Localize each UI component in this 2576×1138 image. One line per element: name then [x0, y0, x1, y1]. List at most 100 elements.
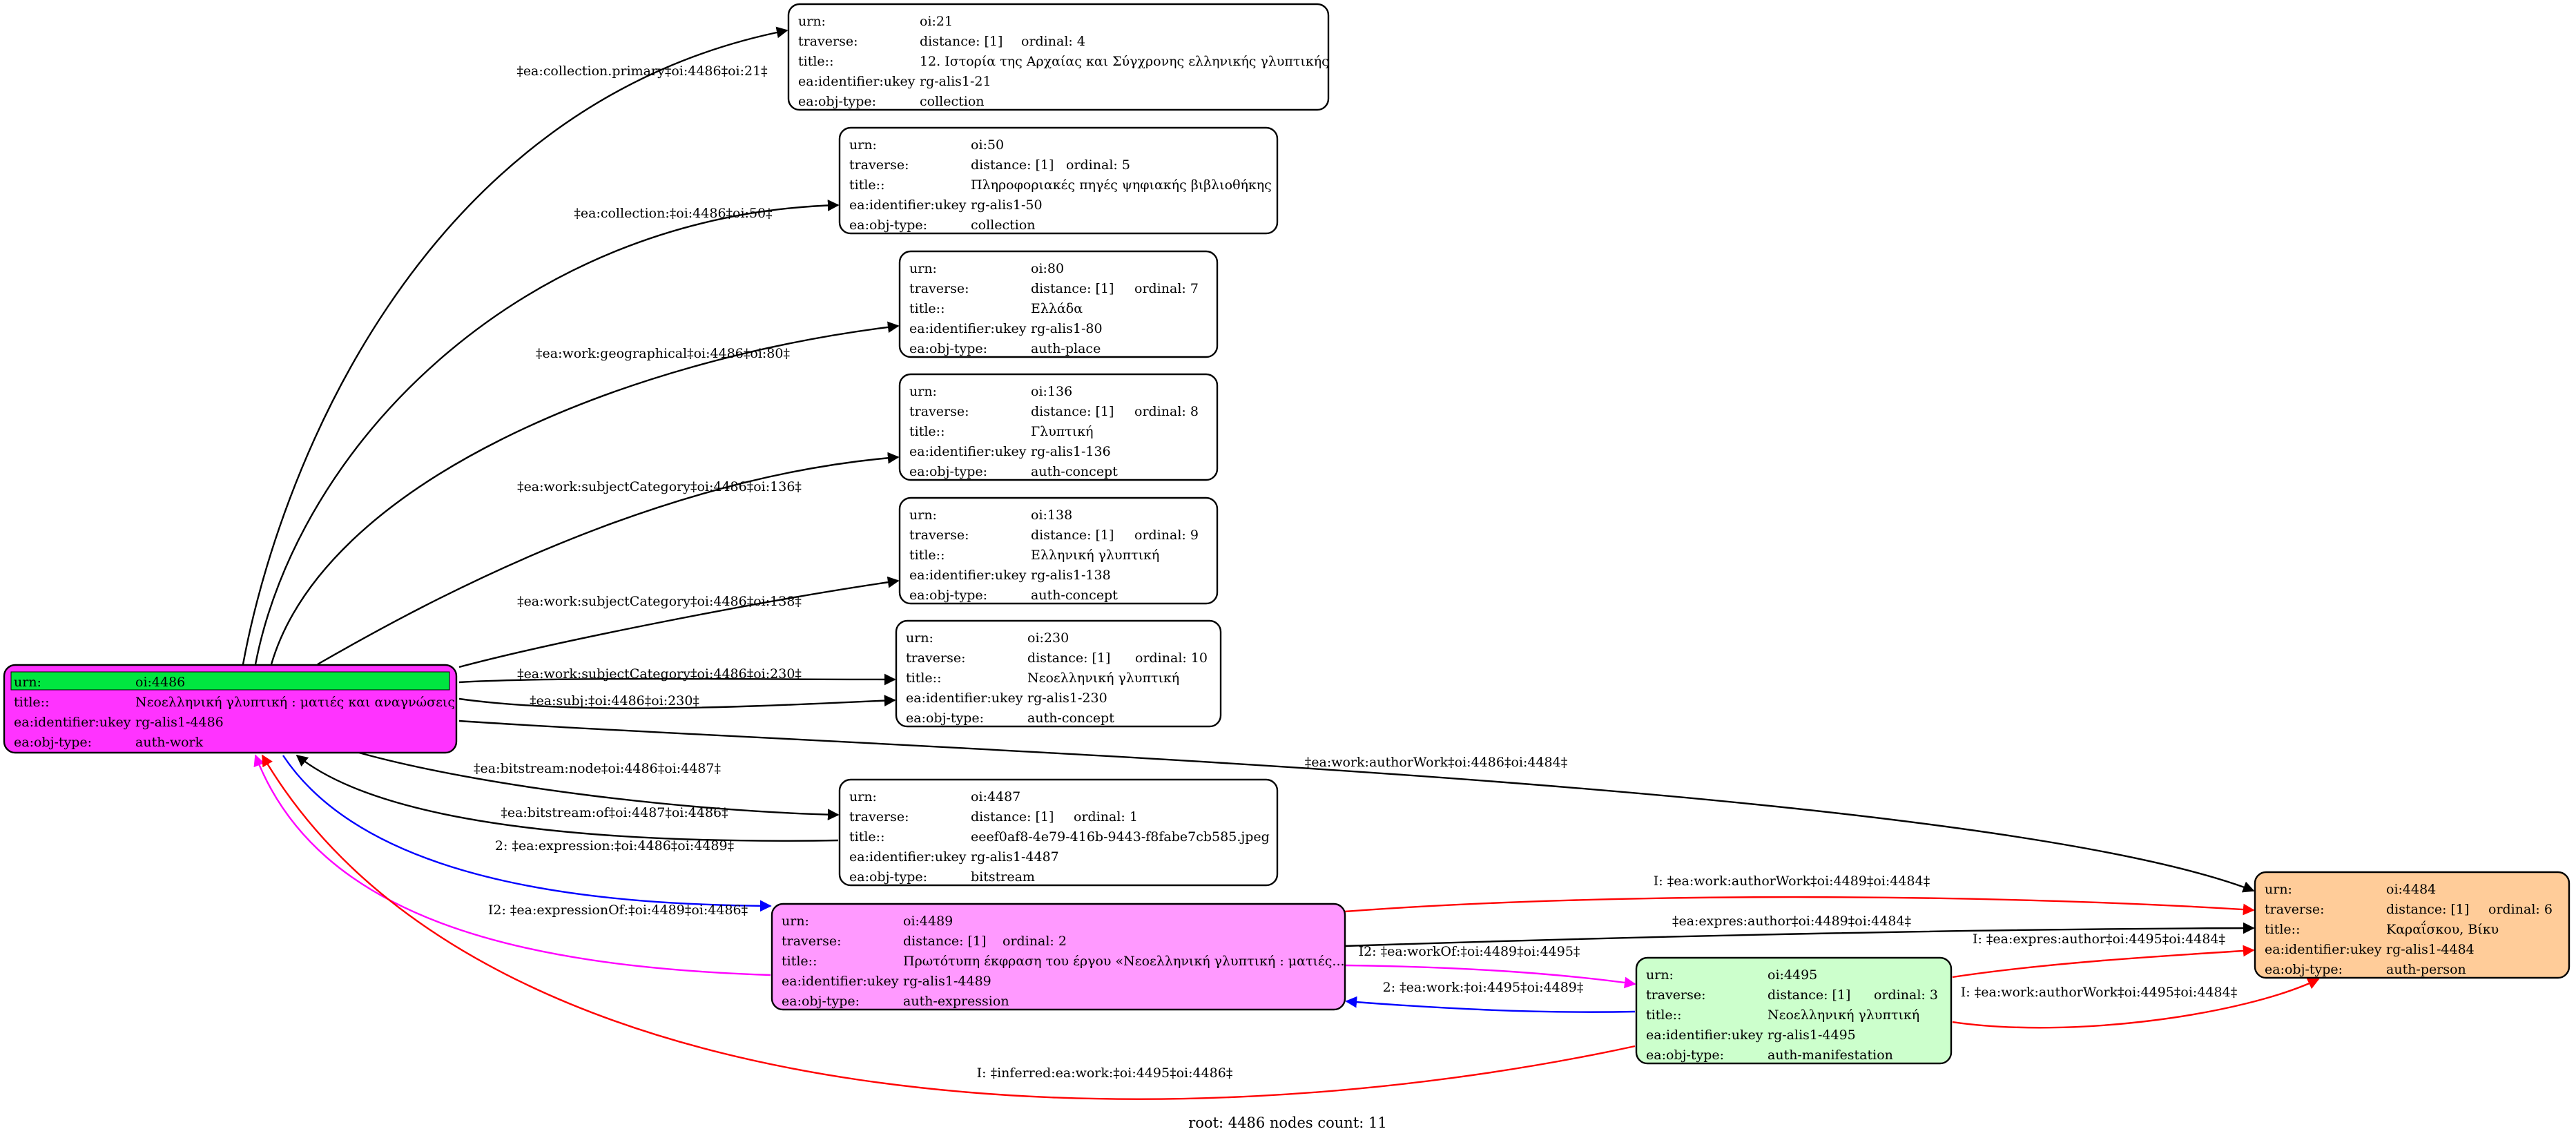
edge-1[interactable]: ‡ea:collection.primary‡oi:4486‡oi:21‡ [242, 26, 788, 665]
node-field-value: auth-work [135, 735, 204, 750]
node-field-value: auth-person [2386, 962, 2466, 977]
node-field-value: Νεοελληνική γλυπτική [1768, 1007, 1919, 1023]
node-field-value: eeef0af8-4e79-416b-9443-f8fabe7cb585.jpe… [971, 829, 1270, 845]
node-field-value: distance: [1] [1031, 528, 1114, 543]
edge-16[interactable]: I2: ‡ea:workOf:‡oi:4489‡oi:4495‡ [1344, 944, 1636, 989]
node-field-value: distance: [1] [2386, 902, 2469, 917]
node-field-key: traverse: [849, 809, 909, 824]
edge-label: ‡ea:collection:‡oi:4486‡oi:50‡ [574, 206, 772, 221]
node-field-key: ea:obj-type: [849, 218, 927, 233]
node-box [895, 619, 1222, 728]
edge-18[interactable]: I: ‡ea:expres:author‡oi:4495‡oi:4484‡ [1952, 932, 2255, 978]
node-field-key: title:: [849, 177, 884, 193]
node-box [838, 778, 1279, 887]
node-field-key: ea:obj-type: [909, 464, 987, 479]
node-box [787, 3, 1330, 111]
edge-line [242, 26, 788, 665]
node-field-key: title:: [798, 54, 833, 69]
edge-label: 2: ‡ea:expression:‡oi:4486‡oi:4489‡ [495, 838, 734, 854]
node-field-key: ea:obj-type: [2265, 962, 2343, 977]
edge-15[interactable]: ‡ea:expres:author‡oi:4489‡oi:4484‡ [1344, 914, 2255, 947]
node-field-key: title:: [906, 671, 941, 686]
node-field-key: ea:obj-type: [909, 341, 987, 356]
node-field-key: urn: [906, 630, 933, 646]
node-field-key: title:: [1646, 1007, 1681, 1023]
edge-19[interactable]: I: ‡ea:work:authorWork‡oi:4495‡oi:4484‡ [1952, 978, 2320, 1029]
node-field-key: ea:identifier:ukey [909, 321, 1027, 336]
node-field-value: oi:21 [920, 14, 953, 29]
node-field-value: Ελλάδα [1031, 301, 1083, 316]
node-field-key: ea:identifier:ukey [798, 74, 916, 89]
edge-line [282, 755, 772, 912]
node-field-key: ea:obj-type: [909, 588, 987, 603]
graph-footer: root: 4486 nodes count: 11 [1188, 1115, 1387, 1131]
edge-9[interactable]: ‡ea:bitstream:node‡oi:4486‡oi:4487‡ [358, 751, 840, 821]
edge-12[interactable]: I2: ‡ea:expressionOf:‡oi:4489‡oi:4486‡ [253, 754, 771, 976]
node-field-key: title:: [909, 548, 945, 563]
edge-line [458, 695, 896, 709]
node-field-value: ordinal: 6 [2488, 902, 2553, 917]
node-field-value: distance: [1] [1031, 281, 1114, 296]
edge-line [458, 673, 896, 686]
node-field-value: Καραΐσκου, Βίκυ [2386, 920, 2499, 937]
edge-8[interactable]: ‡ea:work:authorWork‡oi:4486‡oi:4484‡ [458, 720, 2255, 893]
edge-label: 2: ‡ea:work:‡oi:4495‡oi:4489‡ [1383, 980, 1584, 995]
node-field-value: rg-alis1-4489 [903, 974, 991, 989]
node-field-key: traverse: [909, 281, 969, 296]
node-field-key: urn: [909, 384, 937, 399]
edge-label: ‡ea:bitstream:node‡oi:4486‡oi:4487‡ [474, 761, 721, 776]
node-field-value: rg-alis1-21 [920, 74, 991, 89]
edge-7[interactable]: ‡ea:subj:‡oi:4486‡oi:230‡ [458, 693, 896, 709]
edge-4[interactable]: ‡ea:work:subjectCategory‡oi:4486‡oi:136‡ [317, 452, 900, 666]
node-field-value: distance: [1] [971, 157, 1054, 173]
node-box [898, 373, 1219, 481]
edge-3[interactable]: ‡ea:work:geographical‡oi:4486‡oi:80‡ [270, 321, 900, 665]
node-field-value: auth-concept [1031, 464, 1118, 479]
node-field-value: Γλυπτική [1031, 424, 1093, 439]
node-field-value: ordinal: 8 [1134, 404, 1199, 419]
node-field-key: ea:identifier:ukey [849, 849, 967, 865]
edge-6[interactable]: ‡ea:work:subjectCategory‡oi:4486‡oi:230‡ [458, 666, 896, 686]
edge-line [270, 321, 900, 665]
node-field-key: ea:identifier:ukey [906, 691, 1023, 706]
node-field-value: rg-alis1-230 [1027, 691, 1107, 706]
node-field-key: title:: [909, 301, 945, 316]
edge-13[interactable]: I: ‡inferred:ea:work:‡oi:4495‡oi:4486‡ [261, 754, 1636, 1100]
node-field-key: traverse: [798, 34, 858, 49]
node-field-key: ea:obj-type: [906, 711, 984, 726]
edge-line [254, 200, 840, 665]
node-field-key: urn: [849, 789, 877, 804]
node-field-key: ea:identifier:ukey [909, 568, 1027, 583]
edge-2[interactable]: ‡ea:collection:‡oi:4486‡oi:50‡ [254, 200, 840, 665]
edge-label: ‡ea:subj:‡oi:4486‡oi:230‡ [530, 693, 699, 708]
node-field-key: ea:obj-type: [798, 94, 876, 109]
node-field-key: traverse: [2265, 902, 2325, 917]
node-field-key: urn: [849, 137, 877, 153]
nodes-layer: urn: oi:21 traverse: distance: [1] ordinal: … [3, 3, 2570, 1065]
node-field-value: rg-alis1-136 [1031, 444, 1111, 459]
edge-5[interactable]: ‡ea:work:subjectCategory‡oi:4486‡oi:138‡ [458, 576, 900, 668]
node-field-value: distance: [1] [920, 34, 1003, 49]
edge-14[interactable]: I: ‡ea:work:authorWork‡oi:4489‡oi:4484‡ [1344, 874, 2255, 916]
edge-line [458, 720, 2255, 893]
edge-10[interactable]: ‡ea:bitstream:of‡oi:4487‡oi:4486‡ [296, 754, 839, 842]
edge-11[interactable]: 2: ‡ea:expression:‡oi:4486‡oi:4489‡ [282, 755, 772, 912]
node-field-key: title:: [782, 954, 817, 969]
node-box [898, 496, 1219, 605]
node-field-value: rg-alis1-4484 [2386, 942, 2475, 957]
node-field-value: oi:80 [1031, 261, 1064, 276]
node-box [771, 903, 1346, 1011]
node-field-value: rg-alis1-4487 [971, 849, 1059, 865]
edge-17[interactable]: 2: ‡ea:work:‡oi:4495‡oi:4489‡ [1345, 980, 1636, 1013]
